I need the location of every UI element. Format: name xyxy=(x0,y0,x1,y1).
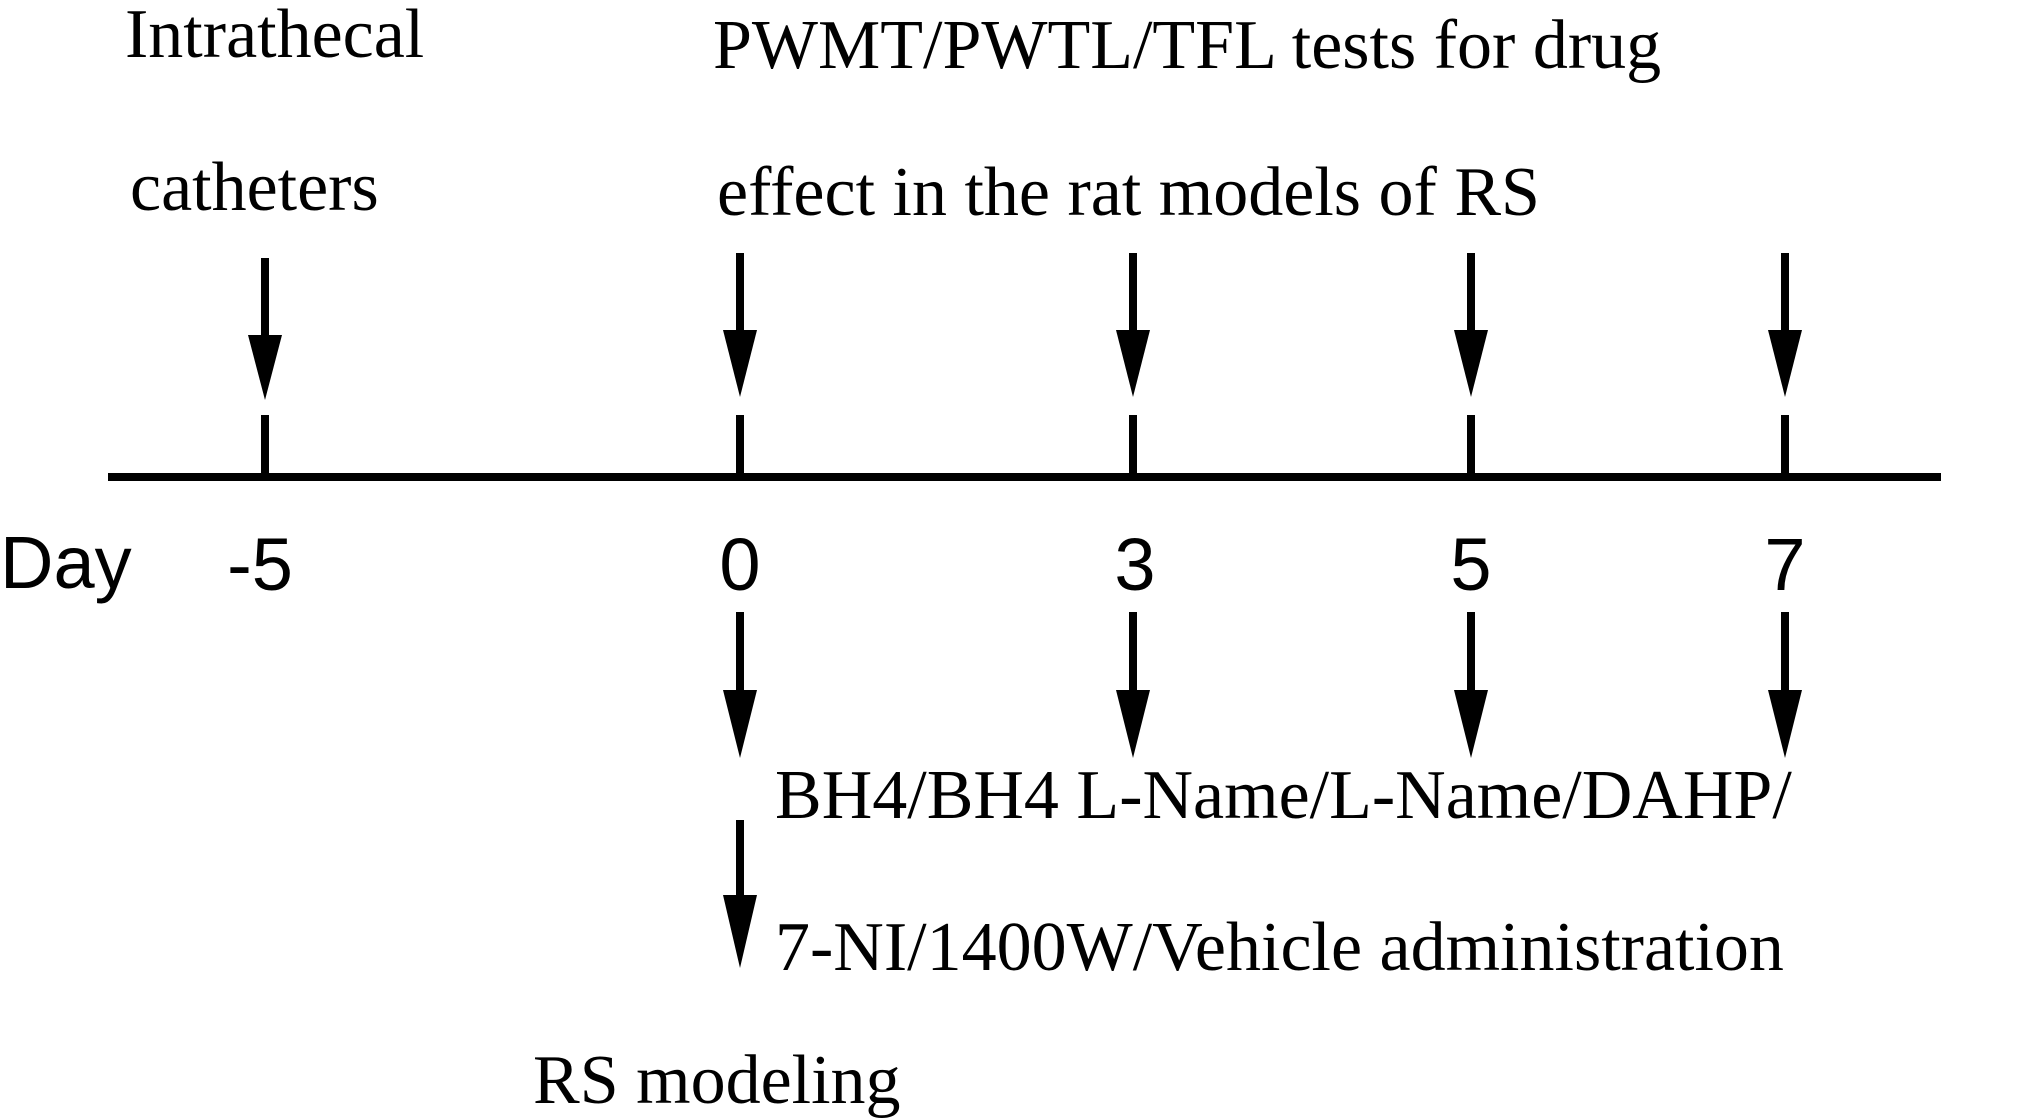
tick-label-5: 5 xyxy=(1450,523,1491,606)
axis-label-day: Day xyxy=(0,521,132,604)
intrathecal-label-line1: Intrathecal xyxy=(125,0,424,73)
lower-arrow-day-3 xyxy=(1116,612,1150,758)
upper-arrow-day-7 xyxy=(1768,253,1802,397)
rs-modeling-arrow xyxy=(723,820,757,968)
tick-label-0: 0 xyxy=(719,523,760,606)
upper-arrow-day-3 xyxy=(1116,253,1150,397)
administration-label-line1: BH4/BH4 L-Name/L-Name/DAHP/ xyxy=(775,757,1792,834)
administration-label-line2: 7-NI/1400W/Vehicle administration xyxy=(775,909,1784,986)
tick-label-7: 7 xyxy=(1764,523,1805,606)
upper-arrow-day-0 xyxy=(723,253,757,397)
tick-label-minus5: -5 xyxy=(227,523,293,606)
lower-arrow-day-7 xyxy=(1768,612,1802,758)
lower-arrow-day-5 xyxy=(1454,612,1488,758)
tick-label-3: 3 xyxy=(1114,523,1155,606)
upper-arrow-day-minus5 xyxy=(248,258,282,400)
intrathecal-label-line2: catheters xyxy=(130,149,379,226)
upper-arrow-day-5 xyxy=(1454,253,1488,397)
rs-modeling-label: RS modeling xyxy=(533,1042,901,1119)
tests-label-line1: PWMT/PWTL/TFL tests for drug xyxy=(713,7,1661,84)
lower-arrow-day-0 xyxy=(723,612,757,758)
tests-label-line2: effect in the rat models of RS xyxy=(717,154,1540,231)
